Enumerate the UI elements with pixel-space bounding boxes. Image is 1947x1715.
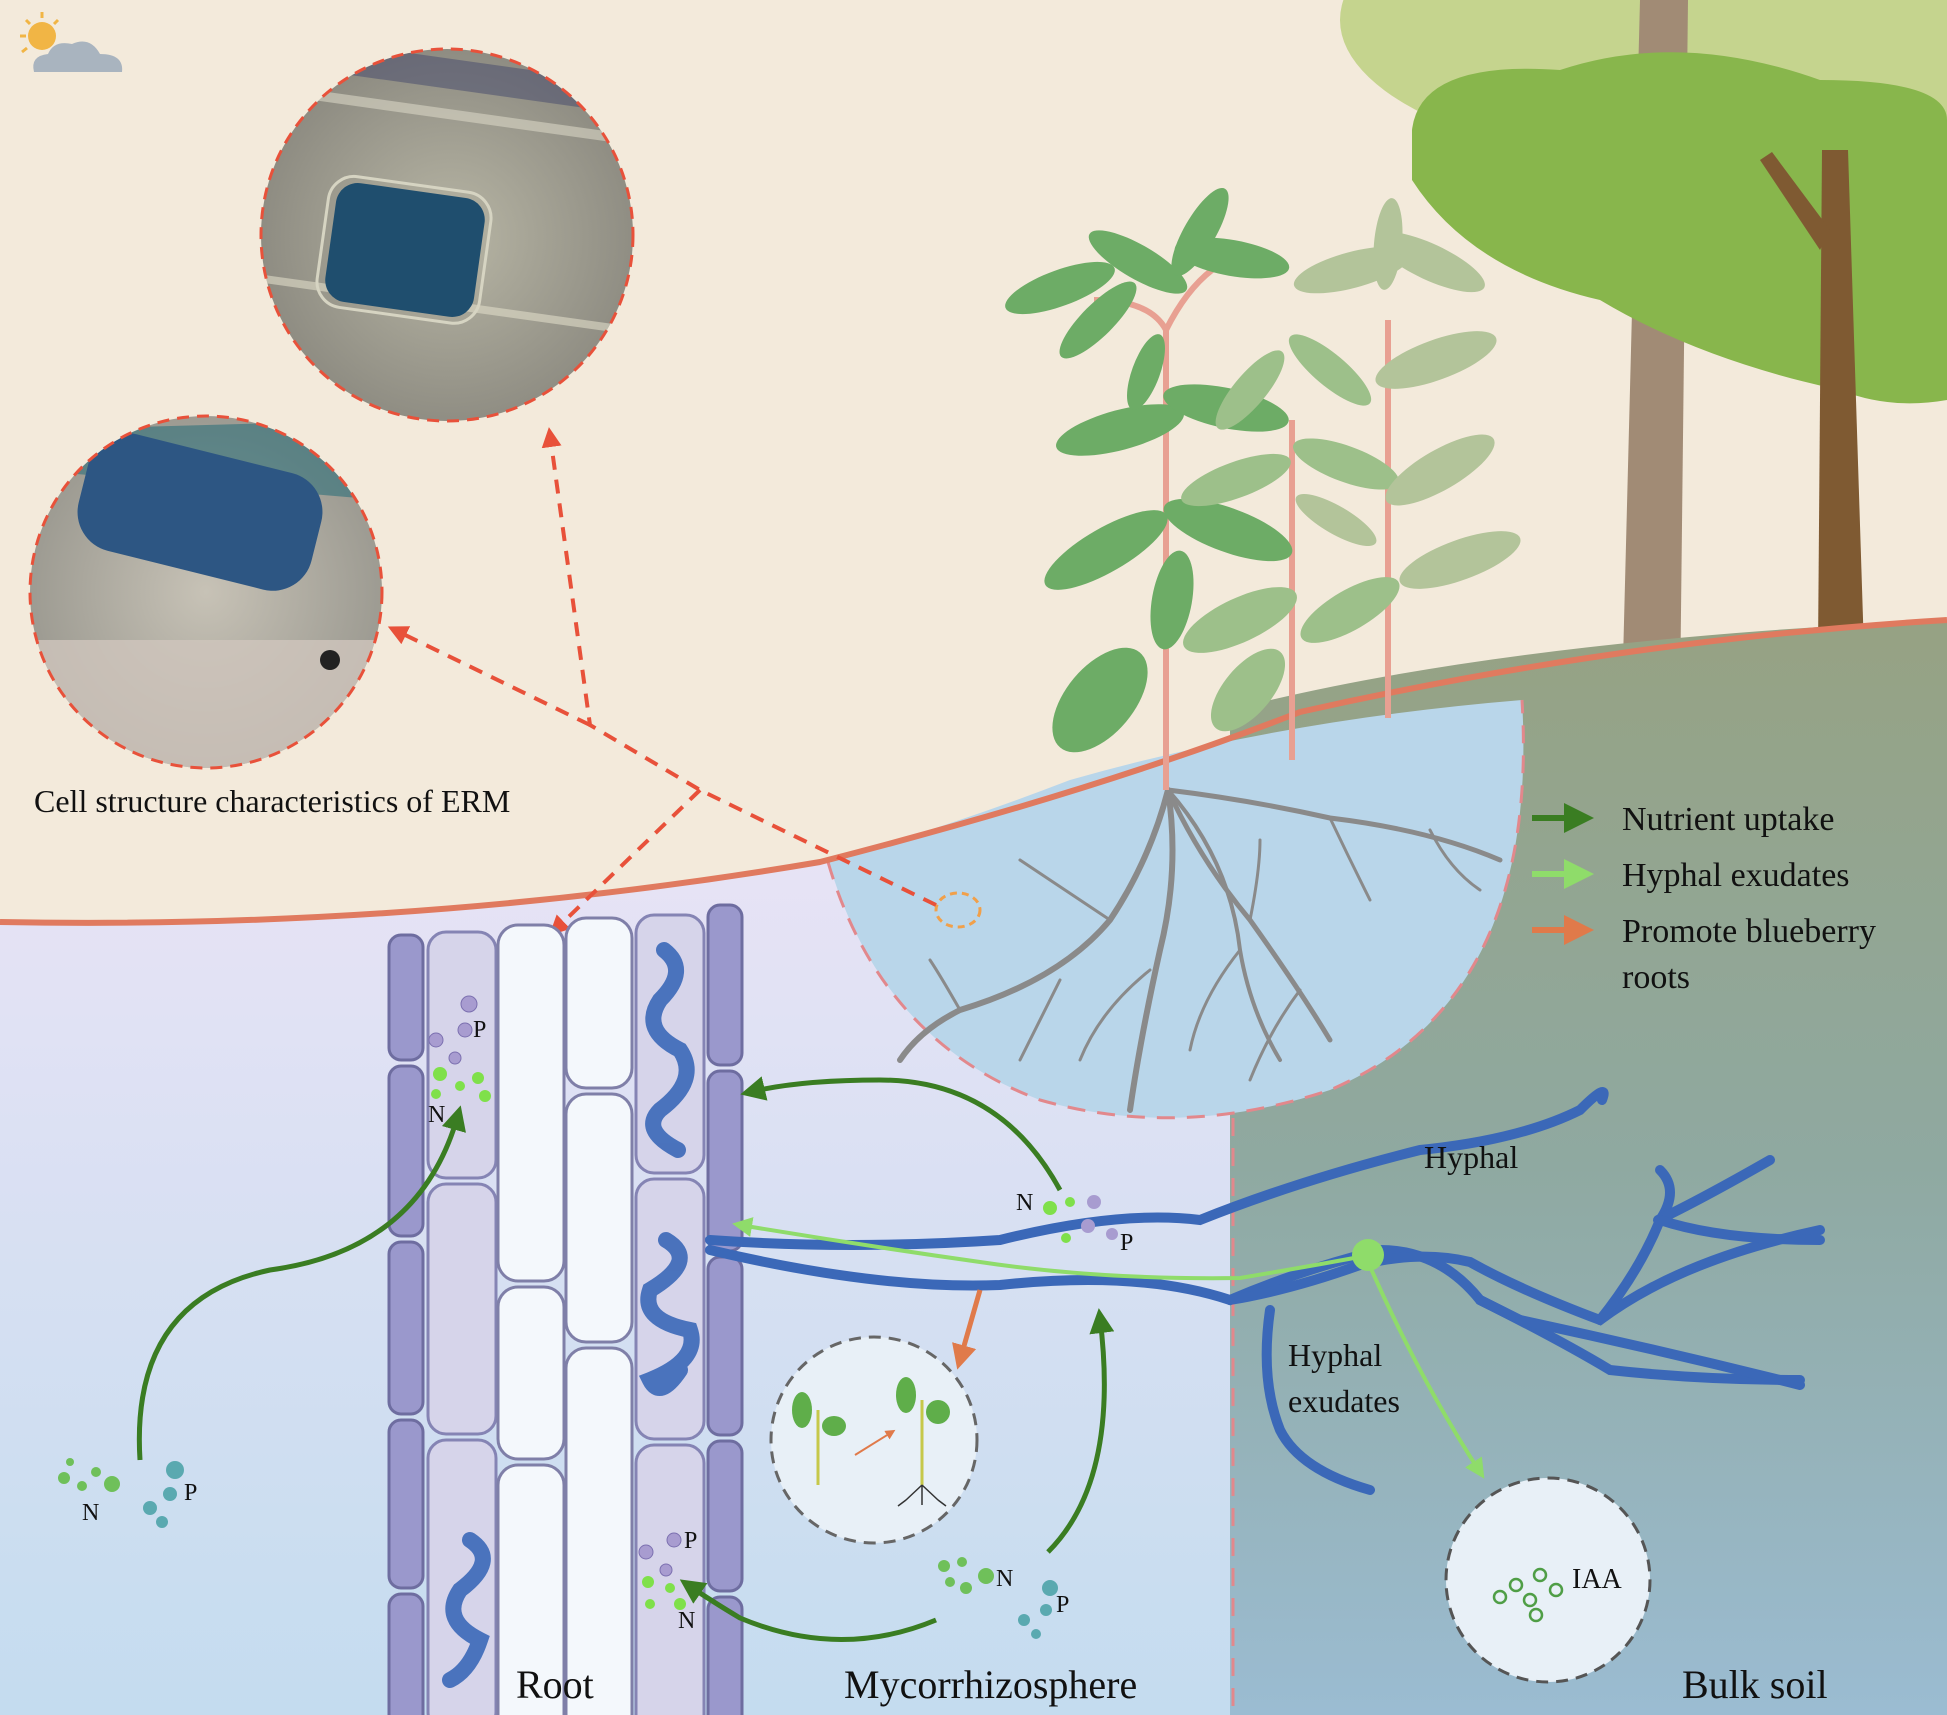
root-label: Root: [516, 1662, 594, 1707]
p-label-bottom-left: P: [184, 1480, 197, 1506]
legend-label-nutrient-uptake: Nutrient uptake: [1622, 801, 1834, 838]
nutrient-uptake-arrows: [136, 1076, 1115, 1642]
micrograph-caption: Cell structure characteristics of ERM: [34, 783, 510, 819]
ground-line: [0, 617, 1947, 926]
legend-item-promote-roots: Promote blueberry roots: [1532, 913, 1876, 996]
nutrient-letters: N P P N P N N P N P: [82, 1017, 1133, 1634]
hyphal-label: Hyphal: [1424, 1139, 1518, 1175]
legend-label-hyphal-exudates: Hyphal exudates: [1622, 857, 1850, 894]
hyphal-exudates-label-line2: exudates: [1288, 1383, 1400, 1419]
micrograph-top: [259, 47, 635, 423]
n-label-root-upper: N: [428, 1102, 445, 1128]
mycorrhizosphere-label: Mycorrhizosphere: [844, 1662, 1137, 1707]
promote-roots-arrow: [952, 1289, 983, 1370]
legend-label-promote-roots-line1: Promote blueberry: [1622, 913, 1876, 950]
n-label-hypha: N: [1016, 1190, 1033, 1216]
micrograph-link-arrows: [387, 427, 937, 936]
blueberry-root-system: [897, 787, 1503, 1113]
legend-label-promote-roots-line2: roots: [1622, 959, 1690, 996]
p-label-bottom-middle: P: [1056, 1592, 1069, 1618]
iaa-circle: IAA: [1444, 1476, 1652, 1684]
nutrient-dots: [58, 995, 1118, 1639]
p-label-root-upper: P: [473, 1017, 486, 1043]
hyphal-node: [1352, 1239, 1384, 1271]
p-label-hypha: P: [1120, 1230, 1133, 1256]
seedling-growth-circle: [769, 1335, 979, 1545]
p-label-root-lower: P: [684, 1528, 697, 1554]
legend: Nutrient uptake Hyphal exudates Promote …: [1532, 801, 1876, 996]
micrograph-bottom: [28, 414, 384, 770]
n-label-bottom-left: N: [82, 1500, 99, 1526]
n-label-root-lower: N: [678, 1608, 695, 1634]
rhizosphere-bowl: [828, 700, 1524, 1118]
root-structure: [387, 903, 744, 1715]
iaa-label: IAA: [1572, 1564, 1623, 1595]
legend-item-nutrient-uptake: Nutrient uptake: [1532, 801, 1834, 838]
n-label-bottom-middle: N: [996, 1566, 1013, 1592]
bulk-soil-label: Bulk soil: [1682, 1662, 1828, 1707]
legend-item-hyphal-exudates: Hyphal exudates: [1532, 857, 1850, 894]
blueberry-plants: [1005, 187, 1521, 790]
weather-sun-cloud-icon: [20, 12, 123, 72]
hyphal-exudate-arrows: [732, 1217, 1485, 1479]
hyphal-exudates-label-line1: Hyphal: [1288, 1337, 1382, 1373]
background-trees: [1340, 0, 1947, 700]
root-tip-highlight: [934, 891, 982, 929]
